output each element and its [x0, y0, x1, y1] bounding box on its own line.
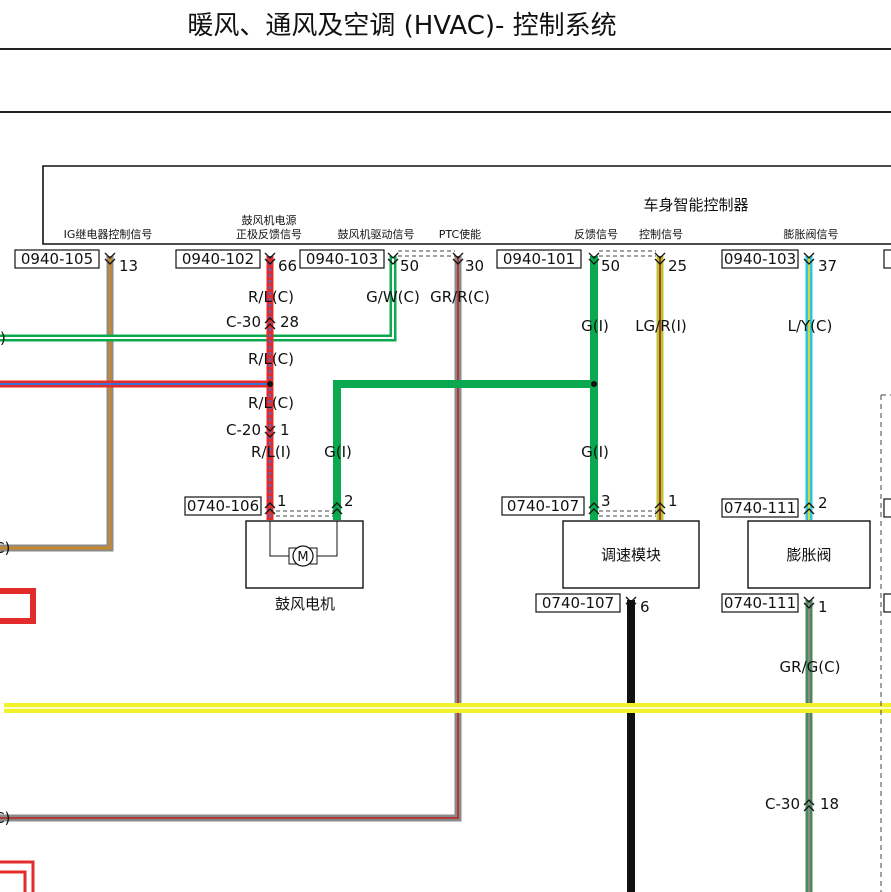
signal-blower-feedback: 正极反馈信号: [236, 227, 302, 241]
wire-ig-brown: [0, 256, 114, 552]
expansion-valve: 膨胀阀: [747, 520, 871, 589]
svg-text:0740-111: 0740-111: [724, 594, 796, 612]
signal-ptc-enable: PTC使能: [439, 227, 481, 241]
motor-icon: [292, 545, 314, 567]
signal-control: 控制信号: [639, 227, 683, 241]
connector-0740-111-a: 0740-111 2: [721, 494, 828, 518]
connector-partial-mid: [883, 498, 891, 518]
blower-motor-label: 鼓风电机: [275, 595, 335, 613]
wire-green-g: [333, 256, 598, 520]
speed-module: 调速模块: [562, 520, 700, 589]
page-title: 暖风、通风及空调 (HVAC)- 控制系统: [187, 11, 616, 41]
wire-label-left-3: C): [0, 809, 10, 827]
wire-label-gw-c: G/W(C): [366, 288, 420, 306]
svg-text:0740-107: 0740-107: [507, 497, 579, 515]
svg-text:1: 1: [277, 492, 287, 510]
wire-gw: [0, 256, 397, 342]
svg-text:13: 13: [119, 257, 138, 275]
controller-name: 车身智能控制器: [643, 196, 748, 214]
splice-c20-1-pin: 1: [280, 421, 290, 439]
wire-label-g-i-bottom: G(I): [581, 443, 609, 461]
svg-text:0940-103: 0940-103: [724, 250, 796, 268]
wire-label-g-i-blower: G(I): [324, 443, 352, 461]
svg-text:50: 50: [400, 257, 419, 275]
svg-text:2: 2: [344, 492, 354, 510]
connector-0940-102: 0940-102 66: [175, 249, 297, 275]
svg-text:0940-102: 0940-102: [182, 250, 254, 268]
svg-text:0740-107: 0740-107: [542, 594, 614, 612]
connector-0940-101: 0940-101 50 25: [496, 249, 687, 275]
connector-partial-bottom: [883, 593, 891, 613]
splice-c30-28-pin: 28: [280, 313, 299, 331]
svg-text:50: 50: [601, 257, 620, 275]
body-controller-box: [42, 165, 891, 245]
wire-label-ly-c: L/Y(C): [788, 317, 833, 335]
expansion-valve-label: 膨胀阀: [786, 546, 831, 564]
svg-text:1: 1: [818, 598, 828, 616]
wire-label-rl-c: R/L(C): [248, 288, 294, 306]
connector-links: [276, 250, 656, 517]
svg-text:0740-111: 0740-111: [724, 499, 796, 517]
wire-label-rl-c-2: R/L(C): [248, 350, 294, 368]
wire-label-rl-i: R/L(I): [251, 443, 291, 461]
wire-label-g-i-top: G(I): [581, 317, 609, 335]
wire-rl: [0, 256, 274, 520]
svg-text:30: 30: [465, 257, 484, 275]
wire-label-left-2: C): [0, 539, 10, 557]
signal-blower-power: 鼓风机电源: [242, 213, 297, 227]
svg-text:25: 25: [668, 257, 687, 275]
signal-ig-relay: IG继电器控制信号: [64, 227, 153, 241]
svg-text:3: 3: [601, 492, 611, 510]
red-fragment-lower: [0, 860, 35, 892]
splice-c30-28: C-30: [226, 313, 261, 331]
svg-text:0940-103: 0940-103: [306, 250, 378, 268]
wire-label-grr-c: GR/R(C): [430, 288, 490, 306]
red-fragment-upper: [0, 588, 36, 624]
signal-blower-drive: 鼓风机驱动信号: [338, 227, 415, 241]
svg-text:37: 37: [818, 257, 837, 275]
svg-text:0740-106: 0740-106: [187, 497, 259, 515]
speed-module-label: 调速模块: [601, 546, 661, 564]
connector-partial-top: [883, 249, 891, 269]
pin-markers: [104, 252, 815, 812]
signal-feedback: 反馈信号: [574, 228, 618, 241]
splice-c30-18: C-30: [765, 795, 800, 813]
splice-c30-18-pin: 18: [820, 795, 839, 813]
blower-motor: M: [245, 520, 364, 589]
connector-0740-107-a: 0740-107 3 1: [501, 492, 678, 516]
signal-expansion-valve: 膨胀阀信号: [784, 227, 839, 241]
splice-c20-1: C-20: [226, 421, 261, 439]
wire-label-lgr-i: LG/R(I): [635, 317, 687, 335]
svg-text:6: 6: [640, 598, 650, 616]
connector-0940-103-b: 0940-103 37: [721, 249, 837, 275]
svg-text:0940-105: 0940-105: [21, 250, 93, 268]
wire-label-grg-c: GR/G(C): [780, 658, 841, 676]
wire-label-rl-c-3: R/L(C): [248, 394, 294, 412]
svg-text:0940-101: 0940-101: [503, 250, 575, 268]
connector-0740-111-b: 0740-111 1: [721, 593, 828, 616]
wire-label-left-1: ): [0, 329, 6, 347]
connector-0940-105: 0940-105 13: [14, 249, 138, 275]
svg-text:66: 66: [278, 257, 297, 275]
svg-text:1: 1: [668, 492, 678, 510]
connector-0740-106: 0740-106 1 2: [184, 492, 354, 516]
motor-symbol: M: [297, 550, 308, 565]
wire-ptc-grr: [0, 256, 462, 822]
svg-text:2: 2: [818, 494, 828, 512]
connector-0940-103-a: 0940-103 50 30: [299, 249, 484, 275]
connector-0740-107-b: 0740-107 6: [535, 593, 650, 616]
